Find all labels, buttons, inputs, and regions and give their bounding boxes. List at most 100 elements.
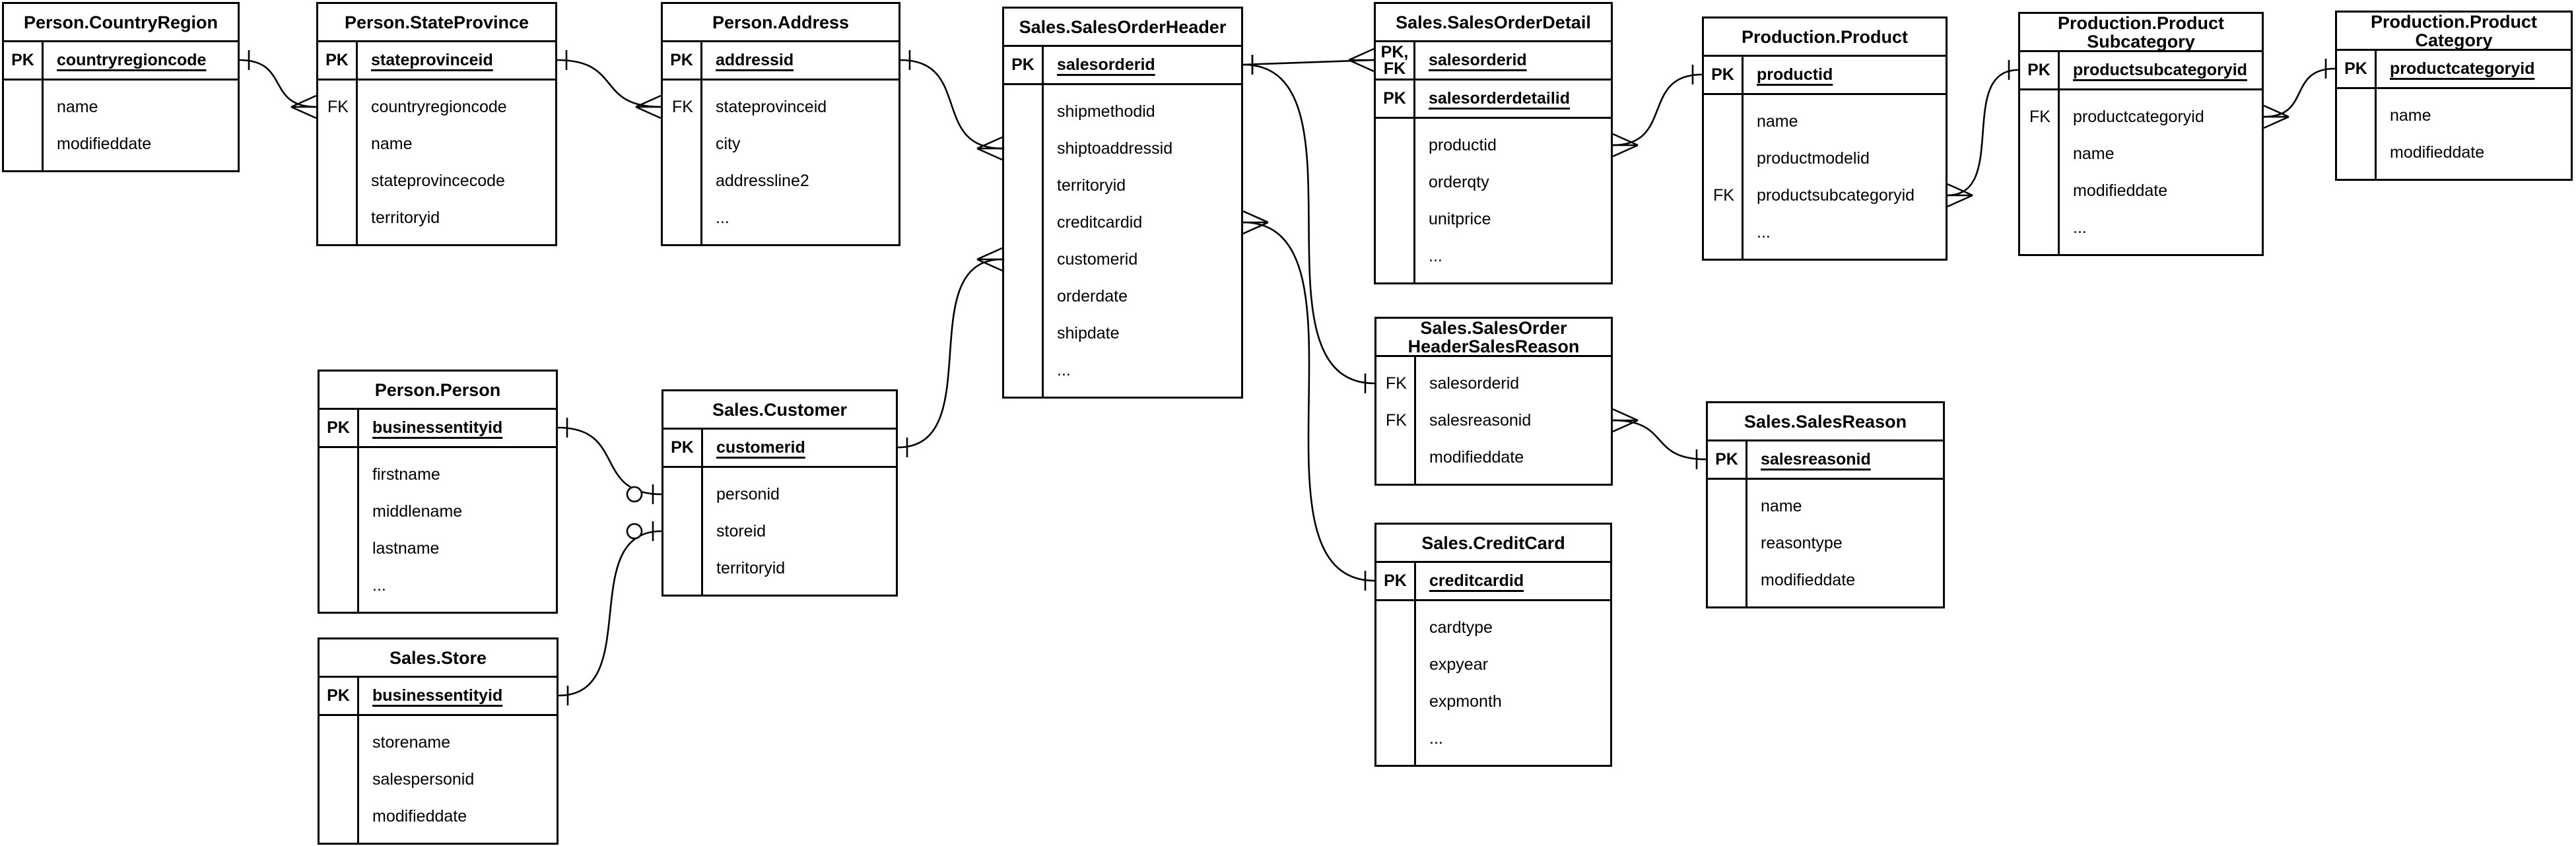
field-row: ... xyxy=(1004,352,1241,389)
field-name: ... xyxy=(716,208,729,227)
field-name: name xyxy=(1757,112,1798,131)
entity-title: Sales.Customer xyxy=(663,391,896,430)
connector-salesorderheader-salesorderheadersalesreason[interactable] xyxy=(1242,63,1375,385)
field-row: shipdate xyxy=(1004,315,1241,352)
field-row: modifieddate xyxy=(1708,562,1943,599)
field-name: lastname xyxy=(372,538,440,558)
field-name: storename xyxy=(372,732,451,752)
field-row: modifieddate xyxy=(2020,172,2262,209)
cardinality-many-marker xyxy=(290,94,317,119)
pk-field-name: businessentityid xyxy=(372,686,503,705)
field-name: ... xyxy=(1757,222,1771,242)
field-name: customerid xyxy=(1057,249,1138,269)
field-name: territoryid xyxy=(1057,176,1126,195)
key-label: PK xyxy=(320,678,359,714)
connector-productsubcategory-productcategory[interactable] xyxy=(2263,67,2336,118)
pk-field-name: productcategoryid xyxy=(2390,59,2535,78)
field-name: orderqty xyxy=(1429,172,1489,191)
key-label: PK xyxy=(663,42,702,79)
connector-store-customer[interactable] xyxy=(558,530,662,697)
key-row: PK businessentityid xyxy=(320,678,557,716)
entity-title: Production.Product Subcategory xyxy=(2020,14,2262,52)
connector-salesorderheader-salesorderdetail[interactable] xyxy=(1242,59,1374,66)
field-row: productid xyxy=(1376,127,1611,164)
field-name: expyear xyxy=(1429,655,1488,674)
field-name: reasontype xyxy=(1761,533,1843,552)
cardinality-many-marker xyxy=(1242,210,1269,235)
field-name: personid xyxy=(716,484,780,504)
field-row: expyear xyxy=(1376,646,1610,683)
field-name: name xyxy=(57,97,98,116)
field-name: modifieddate xyxy=(1761,570,1856,589)
pk-field-name: businessentityid xyxy=(372,418,503,437)
field-name: modifieddate xyxy=(57,134,152,153)
field-row: addressline2 xyxy=(663,162,898,199)
field-row: territoryid xyxy=(663,550,896,587)
connector-person-customer[interactable] xyxy=(557,426,662,496)
key-label: PK, FK xyxy=(1376,42,1415,79)
pk-field-name: customerid xyxy=(716,438,805,457)
key-label: PK xyxy=(1376,81,1415,117)
connector-salesorderheadersalesreason-salesreason[interactable] xyxy=(1612,419,1707,461)
field-row: storeid xyxy=(663,513,896,550)
connector-product-productsubcategory[interactable] xyxy=(1947,69,2019,197)
entity-title: Person.Address xyxy=(663,4,898,42)
connector-customer-salesorderheader[interactable] xyxy=(897,258,1003,449)
entity-title: Person.StateProvince xyxy=(318,4,555,42)
field-name: unitprice xyxy=(1429,209,1491,228)
cardinality-zero-or-one-marker xyxy=(626,486,643,503)
field-row: name xyxy=(1704,103,1946,140)
field-row: ... xyxy=(663,199,898,236)
connector-countryregion-stateprovince[interactable] xyxy=(239,59,317,108)
key-row: PK, FK salesorderid xyxy=(1376,42,1611,81)
key-label: PK xyxy=(1376,563,1416,599)
field-row: ... xyxy=(1376,238,1611,275)
field-name: stateprovinceid xyxy=(716,97,827,116)
field-name: shipmethodid xyxy=(1057,102,1155,121)
cardinality-many-marker xyxy=(1947,183,1973,208)
field-name: salespersonid xyxy=(372,769,475,789)
connector-salesorderheader-creditcard[interactable] xyxy=(1242,221,1375,582)
cardinality-many-marker xyxy=(1612,133,1639,158)
field-row: orderdate xyxy=(1004,278,1241,315)
field-row: ... xyxy=(1376,720,1610,757)
connector-salesorderdetail-product[interactable] xyxy=(1612,73,1703,146)
connector-address-salesorderheader[interactable] xyxy=(900,59,1003,150)
entity-title: Person.Person xyxy=(320,372,556,410)
field-row: ... xyxy=(2020,209,2262,246)
entity-body: productid orderqty unitprice... xyxy=(1376,119,1611,282)
field-row: stateprovincecode xyxy=(318,162,555,199)
field-row: cardtype xyxy=(1376,609,1610,646)
key-label: FK xyxy=(327,97,349,116)
connector-stateprovince-address[interactable] xyxy=(557,59,661,108)
field-name: ... xyxy=(1429,246,1442,265)
field-name: ... xyxy=(1057,360,1071,379)
key-label: FK xyxy=(2029,107,2051,126)
pk-field-name: salesorderid xyxy=(1429,51,1527,69)
